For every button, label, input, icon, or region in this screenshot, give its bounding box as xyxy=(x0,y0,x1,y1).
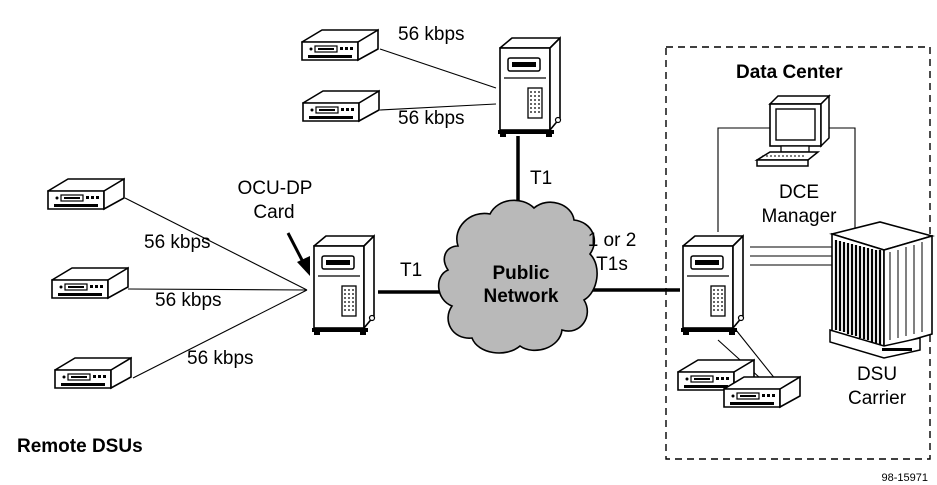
top-dsu-2 xyxy=(302,90,380,122)
ocu-dp-tower-unit xyxy=(311,235,376,336)
rate-left-3: 56 kbps xyxy=(187,348,254,369)
dc-dsu-2 xyxy=(723,376,801,408)
remote-dsu-3 xyxy=(54,357,132,389)
dce-manager-label-line2: Manager xyxy=(762,206,838,227)
dce-manager-label-line1: DCE xyxy=(779,182,819,203)
ocu-dp-label-line1: OCU-DP xyxy=(238,178,313,199)
rate-top-2: 56 kbps xyxy=(398,108,465,129)
t1s-label-line1: 1 or 2 xyxy=(588,230,637,251)
data-center-label: Data Center xyxy=(736,62,843,83)
top-dsu-1 xyxy=(301,29,379,61)
dce-manager-computer-icon xyxy=(754,94,831,167)
ocu-arrow xyxy=(286,232,310,276)
remote-dsu-1 xyxy=(47,178,125,210)
remote-dsu-2 xyxy=(51,267,129,299)
rate-left-1: 56 kbps xyxy=(144,232,211,253)
top-tower-unit xyxy=(497,37,562,138)
dc-tower-unit xyxy=(680,235,745,336)
t1-left-label: T1 xyxy=(400,260,422,281)
dsu-carrier-label-line1: DSU xyxy=(857,364,897,385)
remote-dsus-label: Remote DSUs xyxy=(17,436,143,457)
public-network-label-line1: Public xyxy=(492,263,549,284)
public-network-cloud xyxy=(437,199,598,354)
rate-top-1: 56 kbps xyxy=(398,24,465,45)
public-network-label-line2: Network xyxy=(484,286,559,307)
figure-id: 98-15971 xyxy=(882,472,929,484)
t1s-label-line2: T1s xyxy=(596,254,628,275)
dsu-carrier-rack-icon xyxy=(829,221,935,359)
t1-top-label: T1 xyxy=(530,168,552,189)
rate-left-2: 56 kbps xyxy=(155,290,222,311)
dsu-carrier-label-line2: Carrier xyxy=(848,388,907,409)
ocu-dp-label-line2: Card xyxy=(253,202,294,223)
